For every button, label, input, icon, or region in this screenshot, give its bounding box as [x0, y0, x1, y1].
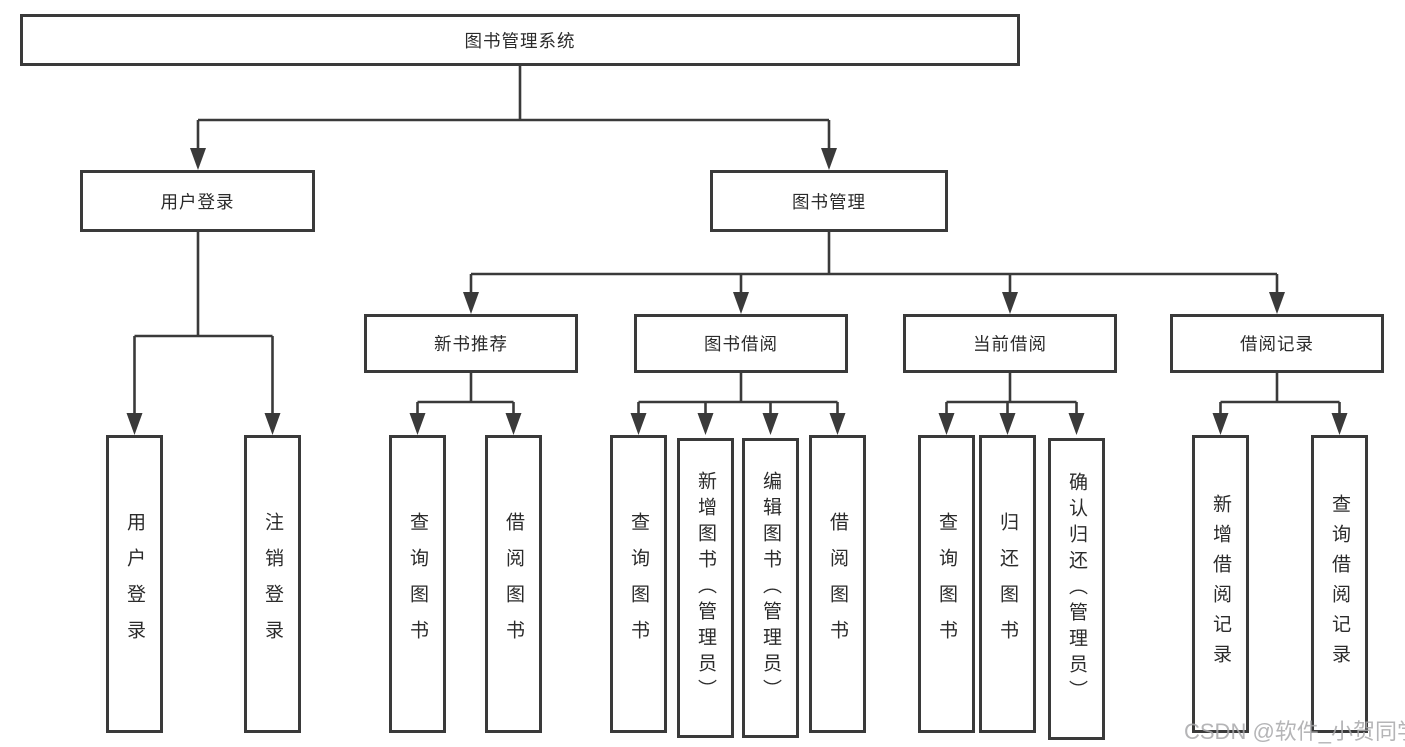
leaf-edit-books-admin: 编辑图书（管理员）: [742, 438, 799, 738]
leaf-confirm-return-admin: 确认归还（管理员）: [1048, 438, 1105, 740]
leaf-borrow-books-recommend: 借阅图书: [485, 435, 542, 733]
leaf-query-books-current: 查询图书: [918, 435, 975, 733]
leaf-label: 用户登录: [124, 512, 145, 656]
node-current-borrowing: 当前借阅: [903, 314, 1117, 373]
leaf-label: 新增借阅记录: [1210, 494, 1231, 674]
leaf-return-books: 归还图书: [979, 435, 1036, 733]
leaf-label: 查询图书: [936, 512, 957, 656]
leaf-label: 编辑图书（管理员）: [760, 471, 781, 705]
leaf-add-borrow-record: 新增借阅记录: [1192, 435, 1249, 733]
leaf-label: 查询图书: [628, 512, 649, 656]
leaf-label: 查询借阅记录: [1329, 494, 1350, 674]
node-book-management: 图书管理: [710, 170, 948, 232]
arrowheads: [126, 148, 1348, 435]
leaf-label: 借阅图书: [503, 512, 524, 656]
leaf-query-books-borrowing: 查询图书: [610, 435, 667, 733]
node-book-borrowing: 图书借阅: [634, 314, 848, 373]
leaf-label: 归还图书: [997, 512, 1018, 656]
node-new-book-recommend: 新书推荐: [364, 314, 578, 373]
leaf-logout: 注销登录: [244, 435, 301, 733]
leaf-label: 注销登录: [262, 512, 283, 656]
node-user-login: 用户登录: [80, 170, 315, 232]
leaf-label: 新增图书（管理员）: [695, 471, 716, 705]
csdn-watermark: CSDN @软件_小贺同学: [1184, 719, 1405, 744]
leaf-label: 确认归还（管理员）: [1066, 472, 1087, 706]
leaf-query-borrow-record: 查询借阅记录: [1311, 435, 1368, 733]
leaf-label: 查询图书: [407, 512, 428, 656]
leaf-query-books-recommend: 查询图书: [389, 435, 446, 733]
leaf-add-books-admin: 新增图书（管理员）: [677, 438, 734, 738]
leaf-user-login: 用户登录: [106, 435, 163, 733]
node-root-library-system: 图书管理系统: [20, 14, 1020, 66]
leaf-label: 借阅图书: [827, 512, 848, 656]
node-borrowing-records: 借阅记录: [1170, 314, 1384, 373]
leaf-borrow-books: 借阅图书: [809, 435, 866, 733]
